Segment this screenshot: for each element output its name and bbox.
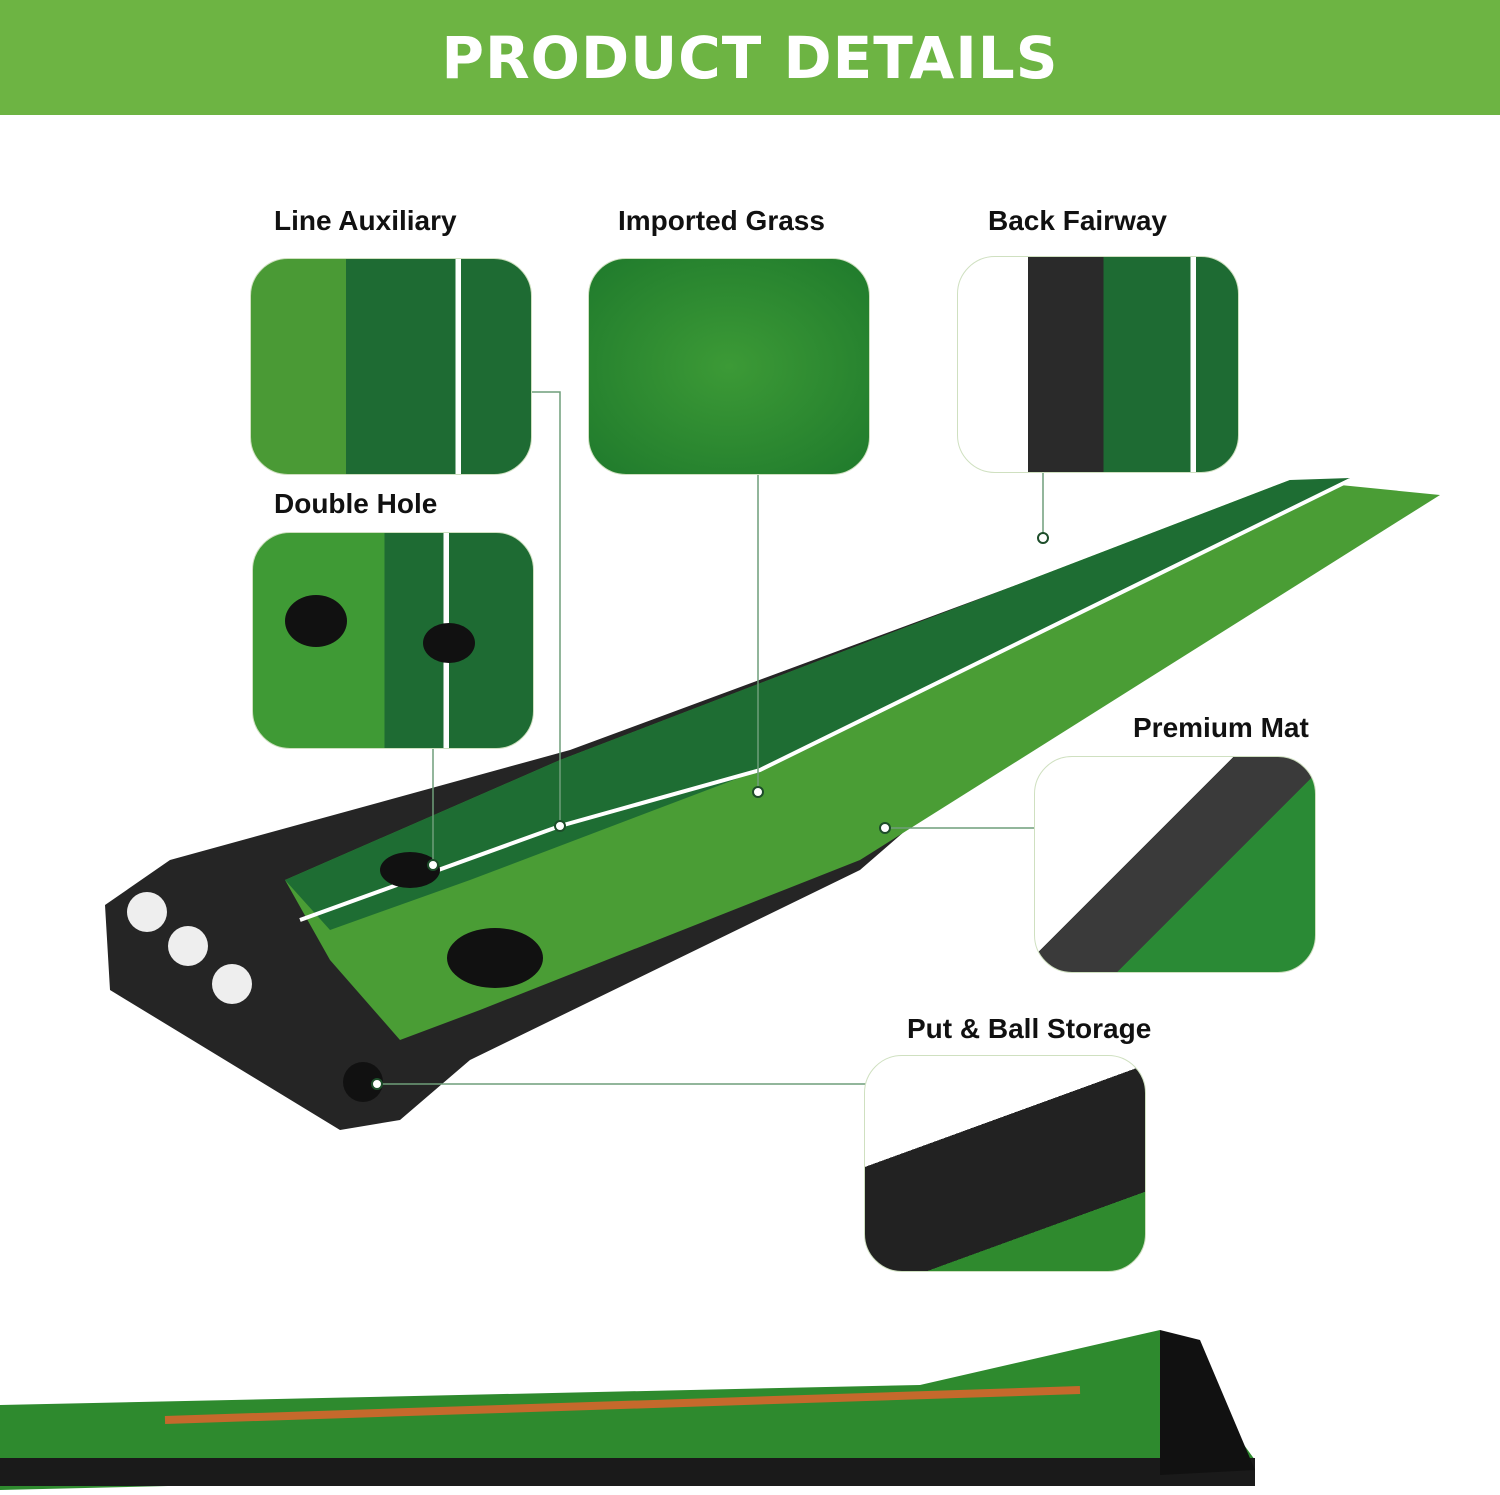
header-banner: PRODUCT DETAILS xyxy=(0,0,1500,115)
label-premium-mat: Premium Mat xyxy=(1133,712,1309,743)
back-fairway-closeup xyxy=(957,256,1239,473)
hole-icon xyxy=(285,595,347,647)
mat-light-grass xyxy=(285,480,1440,1040)
callout-dots xyxy=(371,532,1049,1090)
bottom-mat xyxy=(0,1330,1255,1490)
premium-mat-closeup xyxy=(1034,756,1316,973)
imported-grass-closeup xyxy=(588,258,870,475)
return-path xyxy=(164,1386,1081,1424)
label-line-auxiliary: Line Auxiliary xyxy=(274,205,457,236)
label-put-ball-storage: Put & Ball Storage xyxy=(907,1013,1152,1044)
line-auxiliary-closeup xyxy=(250,258,532,475)
hole-large xyxy=(447,928,543,988)
hole-icon xyxy=(423,623,475,663)
hole-small xyxy=(380,852,440,888)
storage-hole xyxy=(343,1062,383,1102)
label-back-fairway: Back Fairway xyxy=(988,205,1167,236)
ball xyxy=(212,964,252,1004)
bottom-end-cap xyxy=(1160,1330,1255,1475)
label-imported-grass: Imported Grass xyxy=(618,205,825,236)
ball xyxy=(127,892,167,932)
bottom-mat-base xyxy=(0,1458,1255,1486)
ball-storage-closeup xyxy=(864,1055,1146,1272)
label-double-hole: Double Hole xyxy=(274,488,438,519)
ball xyxy=(168,926,208,966)
double-hole-closeup xyxy=(252,532,534,749)
page-title: PRODUCT DETAILS xyxy=(441,23,1059,92)
callout-lines xyxy=(377,391,1044,1085)
mat-dark-grass xyxy=(285,478,1350,930)
